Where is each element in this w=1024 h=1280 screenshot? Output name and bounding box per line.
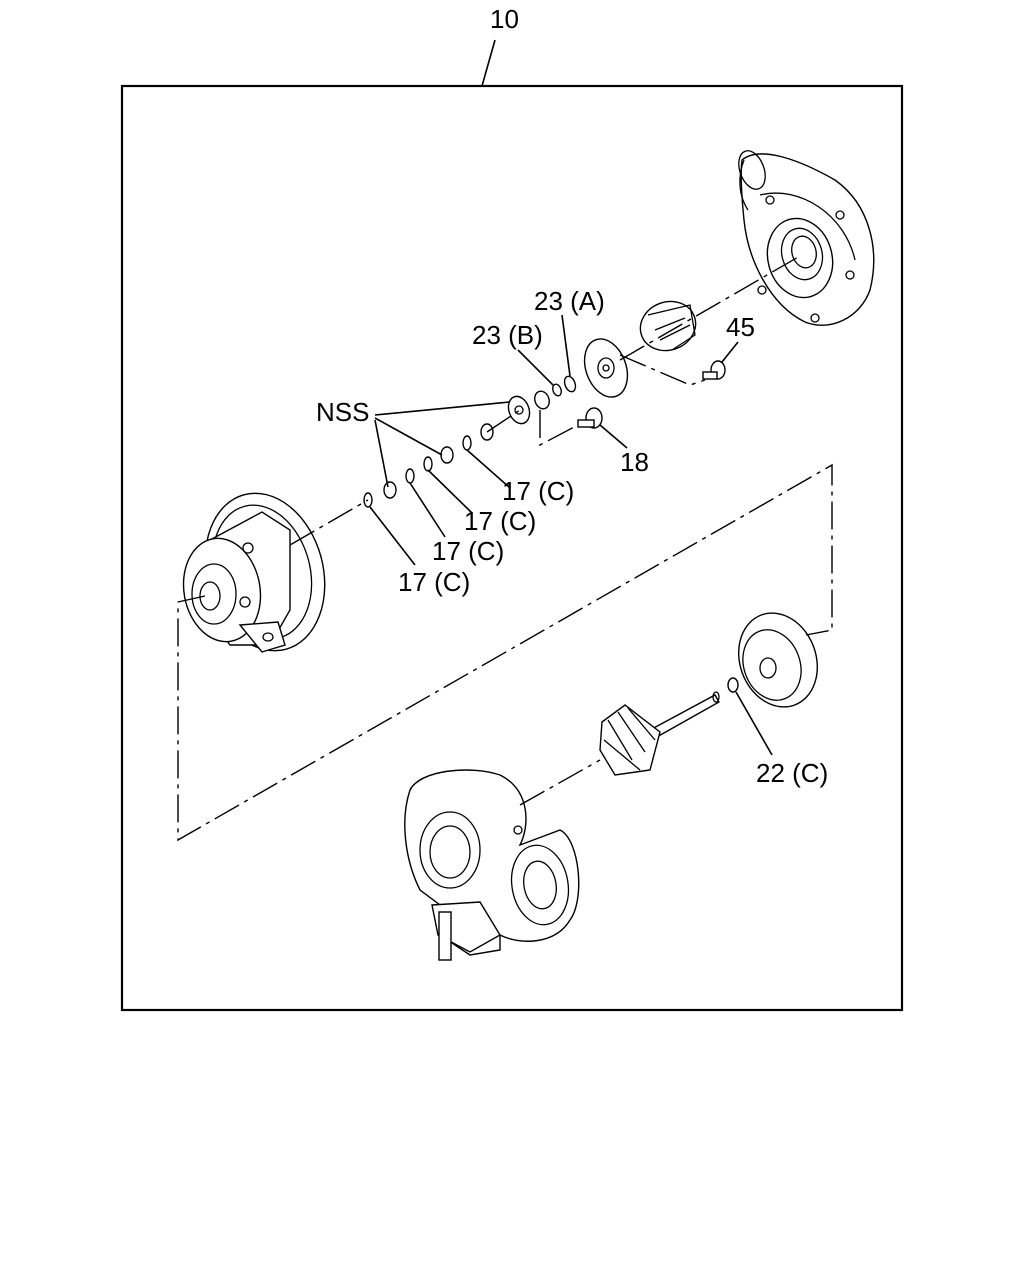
seal-ring-23a [563, 375, 577, 393]
leader-45 [721, 341, 739, 363]
seal-ring-23b [552, 383, 562, 397]
label-17c-2: 17 (C) [464, 506, 536, 536]
centerline-compressor [619, 255, 801, 361]
turbine-shaft-wheel [599, 691, 720, 776]
bearing-set [363, 423, 494, 508]
leader-17c-1 [466, 449, 511, 489]
label-17c-3: 17 (C) [432, 536, 504, 566]
leader-23b [517, 349, 554, 386]
leader-22c [735, 691, 773, 756]
bolt-45-link [619, 354, 706, 386]
leader-17c-3 [409, 482, 446, 538]
leader-17c-4 [369, 506, 416, 566]
leader-17c-2 [427, 469, 473, 514]
screw-18 [577, 407, 603, 429]
label-23b: 23 (B) [472, 320, 543, 350]
label-17c-1: 17 (C) [502, 476, 574, 506]
bolt-45 [702, 360, 726, 380]
assembly-link-left [177, 463, 833, 842]
bushing [534, 390, 550, 410]
label-nss: NSS [316, 397, 369, 427]
assembly-frame [120, 84, 904, 1012]
label-17c-4: 17 (C) [398, 567, 470, 597]
thrust-bearing [507, 395, 531, 425]
o-ring-22c [727, 677, 739, 693]
label-18: 18 [620, 447, 649, 477]
compressor-wheel [639, 300, 697, 352]
leader-18 [599, 424, 628, 449]
leader-23a [561, 314, 571, 377]
assembly-leader [481, 39, 496, 87]
thrust-plate [583, 338, 629, 398]
leader-nss [374, 401, 511, 488]
centerline-housing [289, 499, 369, 546]
centerline-bearings [486, 409, 521, 433]
label-45: 45 [726, 312, 755, 342]
compressor-housing [738, 150, 875, 326]
centerline-turbine [519, 759, 601, 806]
turbine-housing [404, 769, 580, 961]
label-22c: 22 (C) [756, 758, 828, 788]
label-assembly: 10 [490, 4, 519, 34]
bearing-housing [182, 492, 326, 653]
heat-shield [737, 612, 819, 708]
screw-18-link [539, 410, 579, 447]
label-23a: 23 (A) [534, 286, 605, 316]
